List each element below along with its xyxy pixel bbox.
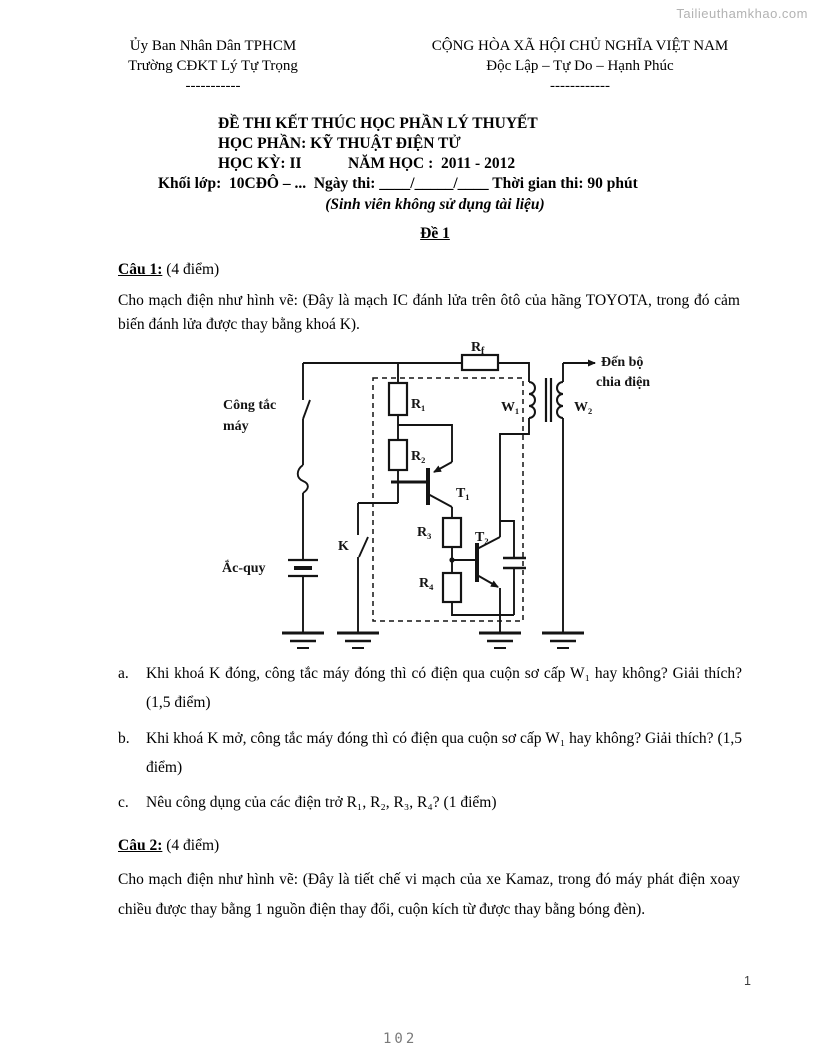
question2-intro: Cho mạch điện như hình vẽ: (Đây là tiết … [118,871,740,918]
distributor-label-line2: chia điện [596,375,650,390]
switch-k [358,536,369,558]
transistor-t1-label: T₁ [456,486,470,501]
header-right-line1: CỘNG HÒA XÃ HỘI CHỦ NGHĨA VIỆT NAM [431,38,729,54]
resistor-r4 [441,571,463,604]
header-left: Ủy Ban Nhân Dân TPHCM Trường CĐKT Lý Tự … [85,36,341,96]
switch-k-label: K [338,539,349,554]
ic-dashed-box [372,377,524,622]
circuit-diagram: Công tắc máy Ắc-quy K R f R₁ R₂ R₃ R₄ T₁… [222,340,650,649]
coil-w1 [528,381,536,419]
page-number: 1 [744,974,751,988]
question1-heading: Câu 1: (4 điểm) [118,261,219,279]
item-c-marker: c. [118,794,129,811]
item-c-text: Nêu công dụng của các điện trở R₁, R₂, R… [146,794,497,811]
junction-dot [449,557,455,563]
resistor-rf [460,353,500,372]
ignition-switch-label-line1: Công tắc [223,398,276,413]
resistor-r1-label: R₁ [411,397,425,412]
battery-label: Ắc-quy [222,559,266,576]
question1-label: Câu 1: [118,261,163,278]
ground-w2 [542,631,584,649]
question1-item-c: c. Nêu công dụng của các điện trở R₁, R₂… [118,788,742,817]
question2-heading: Câu 2: (4 điểm) [118,837,219,855]
resistor-rf-label: R [471,340,482,355]
header-right-dashes: ------------ [550,78,610,94]
capacitor [503,556,526,570]
transformer-core [544,378,553,422]
transistor-t2-label: T₂ [475,530,489,545]
battery [288,558,318,578]
question2-points: (4 điểm) [162,837,220,854]
coil-w2-label: W₂ [574,400,592,415]
exam-title-line4: Khối lớp: 10CĐÔ – ... Ngày thi: ____/___… [158,175,638,192]
resistor-r3-label: R₃ [417,525,431,540]
ignition-switch-label-line2: máy [223,419,249,434]
watermark: Tailieuthamkhao.com [676,6,808,21]
header-left-dashes: ----------- [185,78,241,94]
question1-item-b: b. Khi khoá K mở, công tắc máy đóng thì … [118,724,742,782]
transistor-t1 [391,461,453,508]
exam-code: Đề 1 [420,225,450,242]
item-a-marker: a. [118,665,129,682]
coil-w1-label: W₁ [501,400,519,415]
header-left-line1: Ủy Ban Nhân Dân TPHCM [129,38,297,54]
header-right: CỘNG HÒA XÃ HỘI CHỦ NGHĨA VIỆT NAM Độc L… [404,36,756,96]
item-a-text: Khi khoá K đóng, công tắc máy đóng thì c… [146,665,742,711]
ground-battery [282,631,324,649]
exam-note: (Sinh viên không sử dụng tài liệu) [325,196,545,213]
header-right-line2: Độc Lập – Tự Do – Hạnh Phúc [486,58,674,74]
wire-squiggle [296,464,309,494]
item-b-marker: b. [118,730,130,747]
question1-intro: Cho mạch điện như hình vẽ: (Đây là mạch … [118,292,740,333]
ground-k [337,631,379,649]
bottom-number: 102 [383,1031,418,1047]
distributor-label-line1: Đến bộ [601,355,643,370]
resistor-r2-label: R₂ [411,449,425,464]
coil-w2 [556,381,564,419]
transistor-t2 [475,536,501,588]
exam-title-line2: HỌC PHẦN: KỸ THUẬT ĐIỆN TỬ [218,135,461,152]
resistor-r4-label: R₄ [419,576,434,591]
question1-item-a: a. Khi khoá K đóng, công tắc máy đóng th… [118,659,742,717]
resistor-rf-label-sub: f [481,346,485,357]
question1-points: (4 điểm) [162,261,220,278]
resistor-r2 [387,438,409,472]
ignition-switch [302,399,311,420]
question2-label: Câu 2: [118,837,163,854]
circuit-wires [296,362,564,633]
header-left-line2: Trường CĐKT Lý Tự Trọng [128,58,298,74]
exam-title-line3: HỌC KỲ: II NĂM HỌC : 2011 - 2012 [218,155,516,172]
exam-title-line1: ĐỀ THI KẾT THÚC HỌC PHẦN LÝ THUYẾT [218,115,538,132]
resistor-r1 [387,381,409,417]
item-b-text: Khi khoá K mở, công tắc máy đóng thì có … [146,730,742,776]
resistor-r3 [441,516,463,549]
ground-t2 [479,631,521,649]
